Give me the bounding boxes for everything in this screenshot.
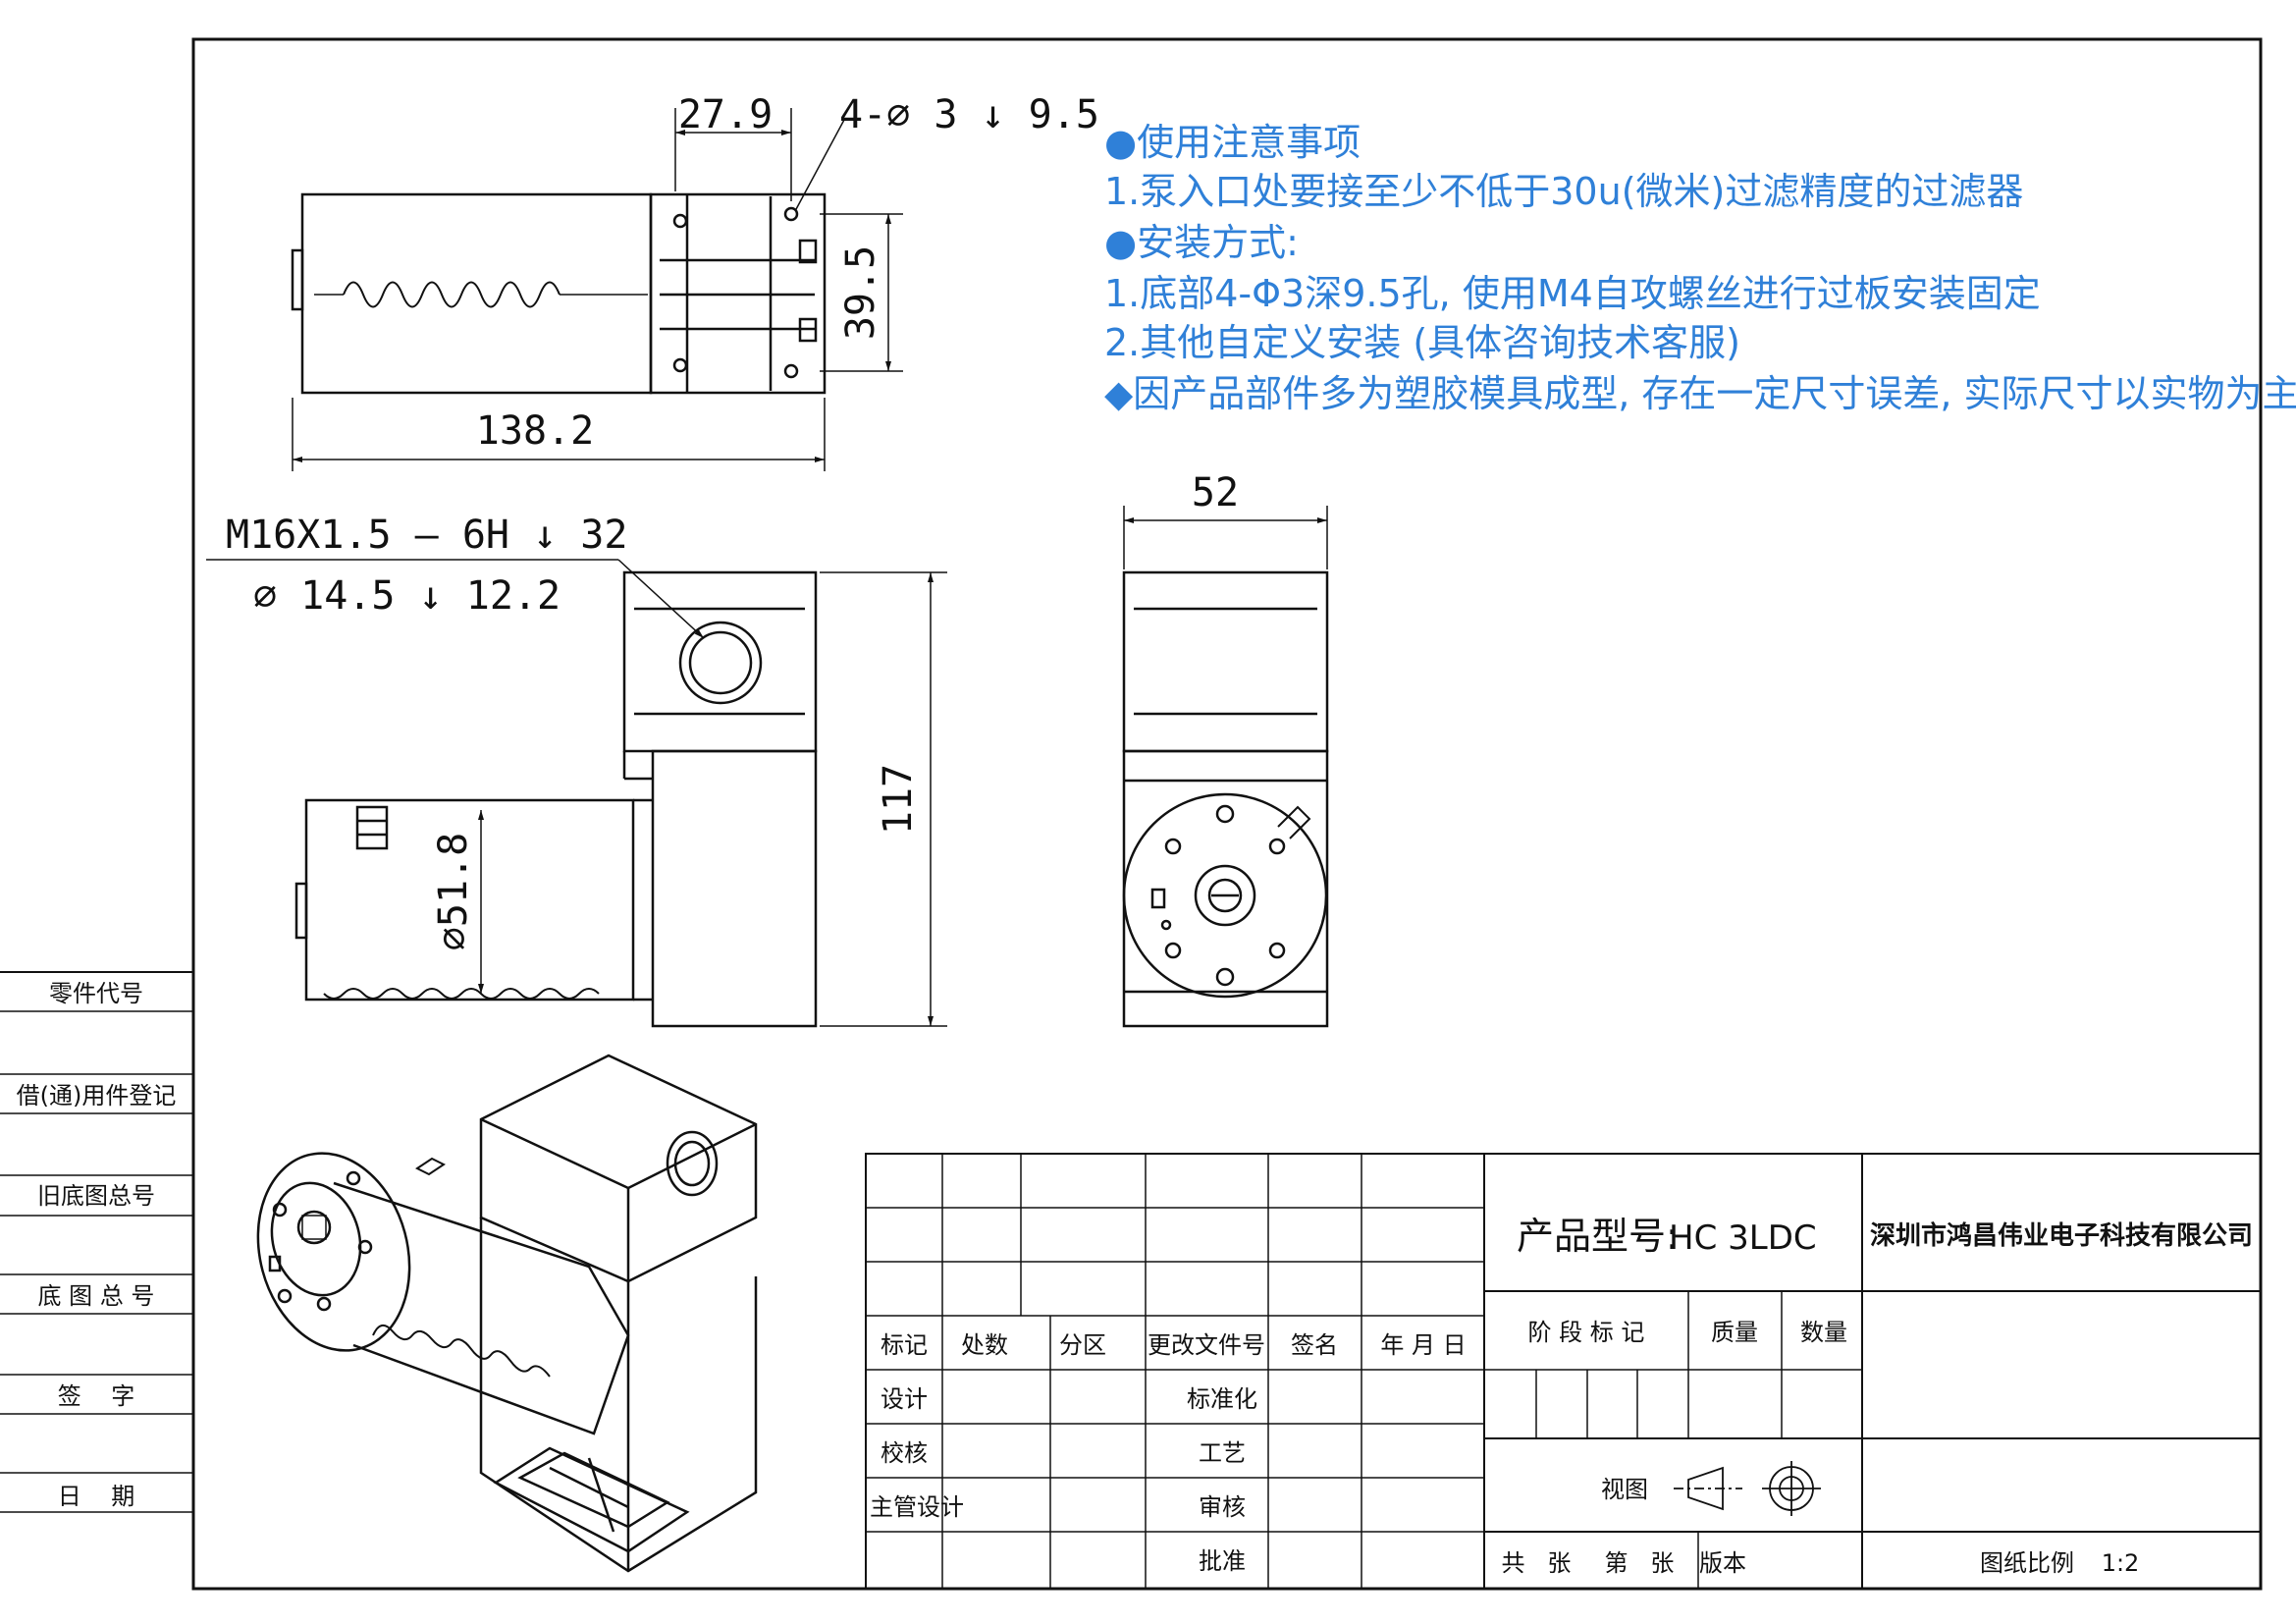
rev-count-header: 处数 (961, 1331, 1008, 1359)
dim-52: 52 (1192, 470, 1239, 515)
dim-hole-callout: 4-⌀ 3 ↓ 9.5 (839, 92, 1099, 137)
rev-zone-header: 分区 (1059, 1331, 1106, 1359)
notes-heading-usage: ●使用注意事项 (1104, 121, 1361, 164)
mass-label: 质量 (1711, 1319, 1758, 1346)
scale-value: 1:2 (2102, 1549, 2140, 1577)
version-label: 版本 (1699, 1549, 1746, 1577)
review-label: 审核 (1199, 1493, 1246, 1521)
old-base-no-label: 旧底图总号 (37, 1182, 155, 1210)
dim-27-9: 27.9 (678, 92, 773, 137)
sheet-no-label: 第 张 (1605, 1549, 1675, 1577)
front-view (294, 570, 818, 1028)
notes-heading-install: ●安装方式: (1104, 221, 1299, 264)
approve-label: 批准 (1199, 1547, 1246, 1575)
rev-mark-header: 标记 (881, 1331, 928, 1359)
notes-item-mount: 1.底部4-Φ3深9.5孔, 使用M4自攻螺丝进行过板安装固定 (1104, 272, 2041, 315)
notes: ●使用注意事项 1.泵入口处要接至少不低于30u(微米)过滤精度的过滤器 ●安装… (1104, 121, 2296, 415)
side-view (1122, 570, 1329, 1028)
dim-thread-callout: M16X1.5 – 6H ↓ 32 (226, 513, 627, 558)
design-label: 设计 (881, 1385, 928, 1413)
borrow-register-label: 借(通)用件登记 (17, 1082, 177, 1110)
rev-date-header: 年 月 日 (1380, 1331, 1466, 1359)
product-model-value: HC 3LDC (1669, 1218, 1817, 1258)
company-name: 深圳市鸿昌伟业电子科技有限公司 (1870, 1220, 2253, 1251)
notes-item-filter: 1.泵入口处要接至少不低于30u(微米)过滤精度的过滤器 (1104, 170, 2023, 213)
total-sheets-label: 共 张 (1502, 1549, 1572, 1577)
signature-label: 签 字 (58, 1382, 135, 1410)
stage-mark-label: 阶 段 标 记 (1528, 1319, 1645, 1346)
scale-label: 图纸比例 (1980, 1549, 2074, 1577)
view-label: 视图 (1601, 1476, 1648, 1503)
dim-138-2: 138.2 (476, 408, 594, 454)
notes-item-tolerance: ◆因产品部件多为塑胶模具成型, 存在一定尺寸误差, 实际尺寸以实物为主 (1104, 372, 2296, 415)
quantity-label: 数量 (1800, 1319, 1847, 1346)
chief-design-label: 主管设计 (870, 1493, 964, 1521)
top-view (291, 192, 827, 395)
process-label: 工艺 (1199, 1439, 1246, 1467)
rev-sign-header: 签名 (1291, 1331, 1338, 1359)
base-total-no-label: 底 图 总 号 (38, 1282, 155, 1310)
projection-symbol (1674, 1461, 1821, 1516)
part-code-label: 零件代号 (49, 980, 143, 1007)
dim-117: 117 (876, 764, 921, 835)
notes-item-custom: 2.其他自定义安装 (具体咨询技术客服) (1104, 321, 1740, 364)
isometric-view (256, 1054, 758, 1573)
dim-diameter-51-8: ⌀51.8 (431, 833, 476, 950)
standard-label: 标准化 (1187, 1385, 1257, 1413)
dim-39-5: 39.5 (838, 245, 883, 340)
product-model-label: 产品型号: (1517, 1215, 1679, 1258)
rev-doc-header: 更改文件号 (1148, 1331, 1265, 1359)
side-column: 零件代号 借(通)用件登记 旧底图总号 底 图 总 号 签 字 日 期 (0, 980, 193, 1513)
side-view-dimensions: 52 (1123, 470, 1328, 569)
date-label: 日 期 (58, 1483, 135, 1510)
top-view-dimensions: 27.9 4-⌀ 3 ↓ 9.5 39.5 138.2 (292, 92, 1099, 471)
check-label: 校核 (881, 1439, 928, 1467)
dim-bore-callout: ⌀ 14.5 ↓ 12.2 (253, 573, 561, 619)
front-view-dimensions: M16X1.5 – 6H ↓ 32 ⌀ 14.5 ↓ 12.2 117 ⌀51.… (206, 513, 947, 1027)
title-block: 产品型号: HC 3LDC 深圳市鸿昌伟业电子科技有限公司 标记 处数 分区 更… (865, 1153, 2262, 1590)
